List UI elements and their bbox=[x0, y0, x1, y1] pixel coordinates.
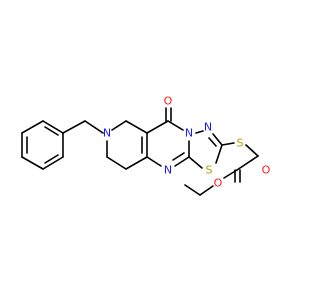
bond bbox=[236, 155, 259, 171]
molecule-canvas: N O N N N S S O O bbox=[21, 95, 271, 196]
thiadiazole-ring bbox=[188, 130, 223, 169]
atom-o-ester-carbonyl: O bbox=[262, 164, 271, 177]
bond bbox=[106, 156, 127, 170]
atom-o-carbonyl: O bbox=[164, 95, 173, 108]
bond bbox=[111, 120, 127, 131]
bond bbox=[223, 169, 238, 179]
benzene-ring bbox=[21, 120, 64, 170]
atom-n-thiadiazole: N bbox=[204, 121, 212, 134]
bond bbox=[221, 142, 235, 146]
bond bbox=[188, 156, 203, 169]
bond bbox=[42, 120, 64, 134]
atom-o-ester: O bbox=[214, 177, 223, 190]
atom-labels: N O N N N S S O O bbox=[103, 95, 271, 190]
bond bbox=[215, 144, 223, 164]
bond bbox=[44, 126, 59, 136]
molecule-structure: N O N N N S S O O bbox=[21, 95, 271, 196]
bond bbox=[245, 144, 259, 157]
bond bbox=[195, 130, 204, 134]
bond bbox=[172, 152, 185, 161]
bond bbox=[84, 120, 104, 134]
atom-n-pyrimidine: N bbox=[164, 164, 172, 177]
pyrimidinone-ring bbox=[141, 107, 190, 167]
bond bbox=[21, 156, 44, 170]
bond bbox=[62, 120, 86, 134]
bond bbox=[125, 120, 148, 134]
bond bbox=[174, 156, 190, 167]
bond bbox=[184, 184, 201, 196]
atom-s-thiadiazole: S bbox=[206, 164, 213, 177]
bond bbox=[42, 156, 64, 170]
bond bbox=[208, 137, 217, 147]
bond bbox=[146, 156, 162, 167]
atom-n-bridge: N bbox=[185, 127, 193, 140]
atom-n-piperidine: N bbox=[103, 127, 111, 140]
bond bbox=[212, 133, 223, 146]
bond bbox=[146, 120, 169, 134]
bond bbox=[44, 154, 59, 164]
bond bbox=[125, 156, 148, 170]
bond bbox=[167, 120, 184, 131]
ethyl-thioacetate-chain bbox=[184, 142, 259, 196]
atom-s-thioether: S bbox=[237, 137, 244, 150]
bond bbox=[21, 120, 44, 134]
bond bbox=[199, 185, 214, 196]
tetrahydropyridine-ring bbox=[62, 120, 148, 170]
